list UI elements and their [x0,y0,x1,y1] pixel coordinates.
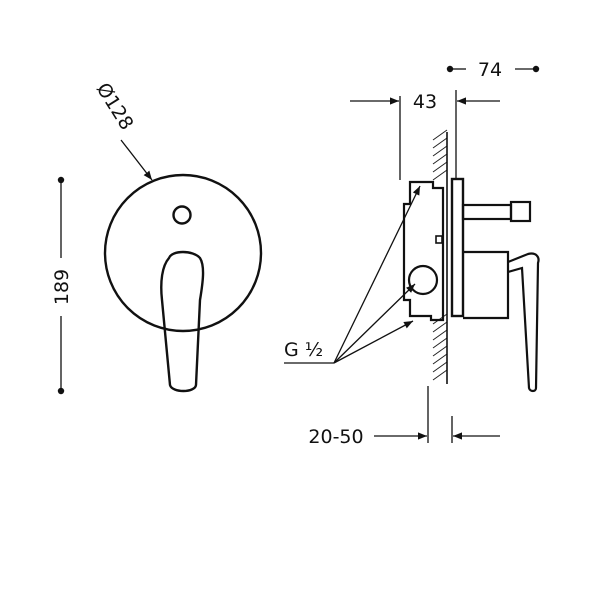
diverter-knob [172,205,192,225]
escutcheon-plate [103,173,263,333]
wall-range-dimension: 20-50 [308,426,500,448]
hatch-stroke-5 [432,169,448,181]
wall-hatching [432,129,448,381]
thread-leader-2 [333,283,416,364]
hatch-stroke-8 [432,329,448,341]
depth-body-dimension: 43 [350,91,500,113]
depth-total-dimension: 74 [446,59,540,81]
diameter-label: Ø128 [92,79,138,134]
thread-label: G ½ [284,339,323,361]
depth-body-label: 43 [413,91,437,113]
diameter-dimension: Ø128 [92,79,153,181]
height-label: 189 [51,269,73,305]
diverter-stem [461,203,513,221]
thread-leader-1 [333,185,421,364]
hatch-stroke-3 [432,153,448,165]
lever-handle-side [507,252,540,393]
hatch-stroke-0 [432,129,448,141]
diameter-leader-line [120,139,153,181]
hatch-stroke-7 [432,321,448,333]
escutcheon-side [450,177,465,318]
valve-small-port [435,235,443,244]
valve-outlet-port [407,264,439,296]
thread-callout: G ½ [284,185,421,364]
handle-body-side [463,250,510,320]
front-view [103,173,263,393]
hatch-stroke-1 [432,137,448,149]
hatch-stroke-2 [432,145,448,157]
thread-leader-3 [333,320,414,364]
hatch-stroke-10 [432,345,448,357]
wall-range-label: 20-50 [308,426,363,448]
hatch-stroke-9 [432,337,448,349]
hatch-stroke-12 [432,361,448,373]
depth-total-label: 74 [478,59,502,81]
diverter-knob-side [509,200,532,223]
hatch-stroke-11 [432,353,448,365]
hatch-stroke-13 [432,369,448,381]
height-dimension: 189 [51,176,73,395]
side-view [402,177,540,393]
valve-body-outline [402,180,445,322]
lever-handle [160,250,205,393]
hatch-stroke-4 [432,161,448,173]
